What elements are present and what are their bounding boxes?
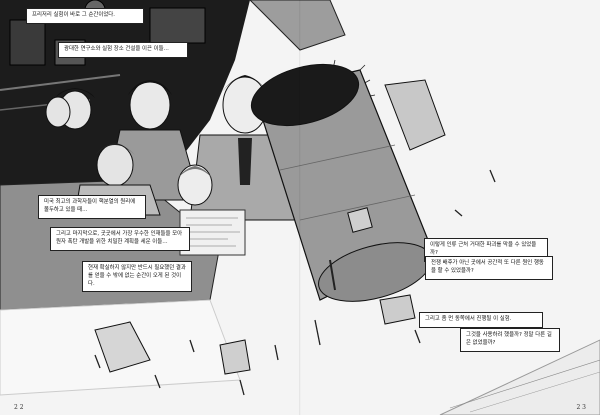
grey-ray-top bbox=[249, 0, 346, 51]
bomb-casing bbox=[250, 63, 432, 302]
caption-3: 미국 최고의 과학자들이 핵분열의 원리에 몰두하고 있을 때… bbox=[38, 195, 146, 219]
lab-machine bbox=[149, 7, 206, 44]
caption-8: 그리고 좀 먼 동쪽에서 진행될 이 실험. bbox=[419, 312, 543, 328]
page-number-right: 2 3 bbox=[576, 404, 586, 411]
book-gutter bbox=[299, 0, 301, 415]
caption-9: 그것을 사용하려 했을까? 정말 다른 길은 없었을까? bbox=[460, 328, 560, 352]
lab-machine bbox=[9, 19, 46, 66]
caption-5: 현재 확실하지 않지만 반드시 필요했던 결과를 얻을 수 밖에 없는 순간이 … bbox=[82, 261, 192, 293]
page-number-left: 2 2 bbox=[14, 404, 24, 411]
ground bbox=[439, 339, 600, 415]
caption-2: 광대한 연구소와 실험 장소 건설을 이끈 이들… bbox=[58, 42, 188, 58]
flying-parts bbox=[94, 79, 496, 396]
caption-1: 프리저리 실험이 바로 그 순간이었다. bbox=[26, 8, 144, 24]
equation-board bbox=[179, 209, 246, 256]
caption-7: 전쟁 배후가 아닌 곳에서 공간적 또 다른 원인 행동을 할 수 있었을까? bbox=[425, 256, 553, 280]
caption-4: 그리고 마지막으로, 곳곳에서 가장 우수한 인재들을 모아 원자 폭탄 개발을… bbox=[50, 227, 190, 251]
